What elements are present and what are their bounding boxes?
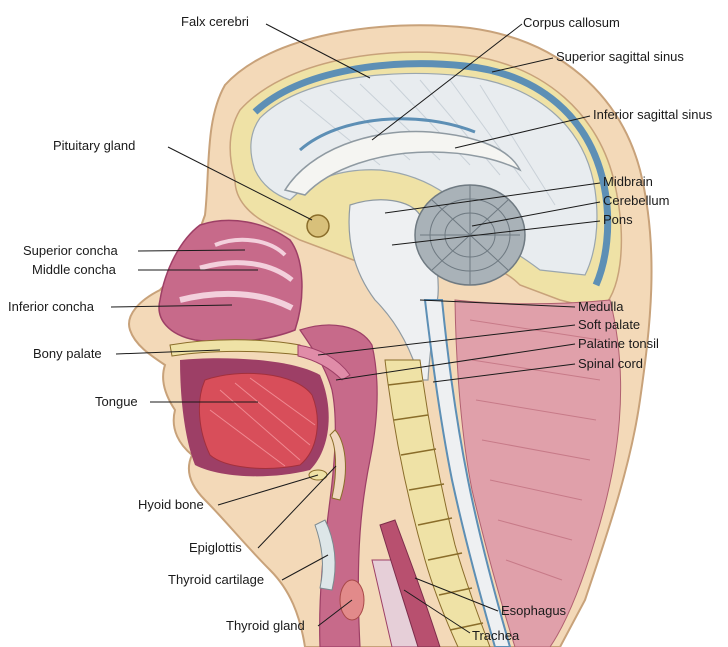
label-thyroid-gland: Thyroid gland [226,618,305,633]
leader-falx-cerebri [265,23,371,79]
label-corpus-callosum: Corpus callosum [523,15,620,30]
label-esophagus: Esophagus [501,603,567,618]
leader-epiglottis [257,465,337,549]
label-inferior-concha: Inferior concha [8,299,95,314]
leader-spinal-cord [432,363,576,383]
trachea-graphic [371,559,421,647]
middle-concha-shape [199,260,294,282]
vertebral-bodies-strip [384,359,491,647]
label-pituitary-gland: Pituitary gland [53,138,135,153]
epiglottis-graphic [329,429,346,501]
label-cerebellum: Cerebellum [603,193,669,208]
leader-pituitary-gland [167,146,313,221]
label-bony-palate: Bony palate [33,346,102,361]
leader-thyroid-gland [317,599,353,627]
vertebral-column [384,359,491,647]
pituitary-gland-graphic [306,214,330,238]
leader-pons [391,220,601,246]
leader-lines [110,23,601,634]
leader-inferior-sagittal-sinus [454,115,591,149]
cerebellum-graphic [414,184,526,286]
leader-superior-sagittal-sinus [491,57,554,73]
leader-hyoid-bone [217,474,319,506]
leader-inferior-concha [110,304,233,308]
leader-medulla [419,299,576,308]
leader-cerebellum [471,201,601,227]
soft-palate-graphic [297,344,351,381]
label-inferior-sagittal-sinus: Inferior sagittal sinus [593,107,713,122]
neck-muscles [454,299,622,647]
leader-palatine-tonsil [335,343,576,381]
leader-corpus-callosum [371,23,523,141]
neck-muscle-fibers [469,319,601,581]
superior-concha-shape [214,237,287,257]
label-medulla: Medulla [578,299,624,314]
label-tongue: Tongue [95,394,138,409]
label-falx-cerebri: Falx cerebri [181,14,249,29]
label-spinal-cord: Spinal cord [578,356,643,371]
leader-superior-concha [137,249,246,252]
label-middle-concha: Middle concha [32,262,117,277]
inferior-sagittal-sinus [299,117,476,152]
label-soft-palate: Soft palate [578,317,640,332]
labels: Falx cerebri Corpus callosum Superior sa… [8,14,713,643]
leader-trachea [403,589,471,634]
leader-soft-palate [317,324,576,356]
leader-esophagus [414,577,499,612]
label-pons: Pons [603,212,633,227]
label-thyroid-cartilage: Thyroid cartilage [168,572,264,587]
tongue-graphic [198,372,318,469]
superior-sagittal-sinus-band [252,60,612,287]
esophagus-graphic [379,519,441,647]
leader-bony-palate [115,349,221,355]
label-epiglottis: Epiglottis [189,540,242,555]
inferior-concha-shape [179,290,294,311]
label-hyoid-bone: Hyoid bone [138,497,204,512]
label-superior-concha: Superior concha [23,243,118,258]
label-trachea: Trachea [472,628,520,643]
label-superior-sagittal-sinus: Superior sagittal sinus [556,49,684,64]
leader-midbrain [384,182,601,214]
label-midbrain: Midbrain [603,174,653,189]
leader-thyroid-cartilage [281,554,329,581]
anatomy-illustration [128,24,653,647]
corpus-callosum [283,130,522,196]
label-palatine-tonsil: Palatine tonsil [578,336,659,351]
spinal-cord-graphic [423,299,512,647]
thyroid-cartilage-graphic [314,519,336,591]
